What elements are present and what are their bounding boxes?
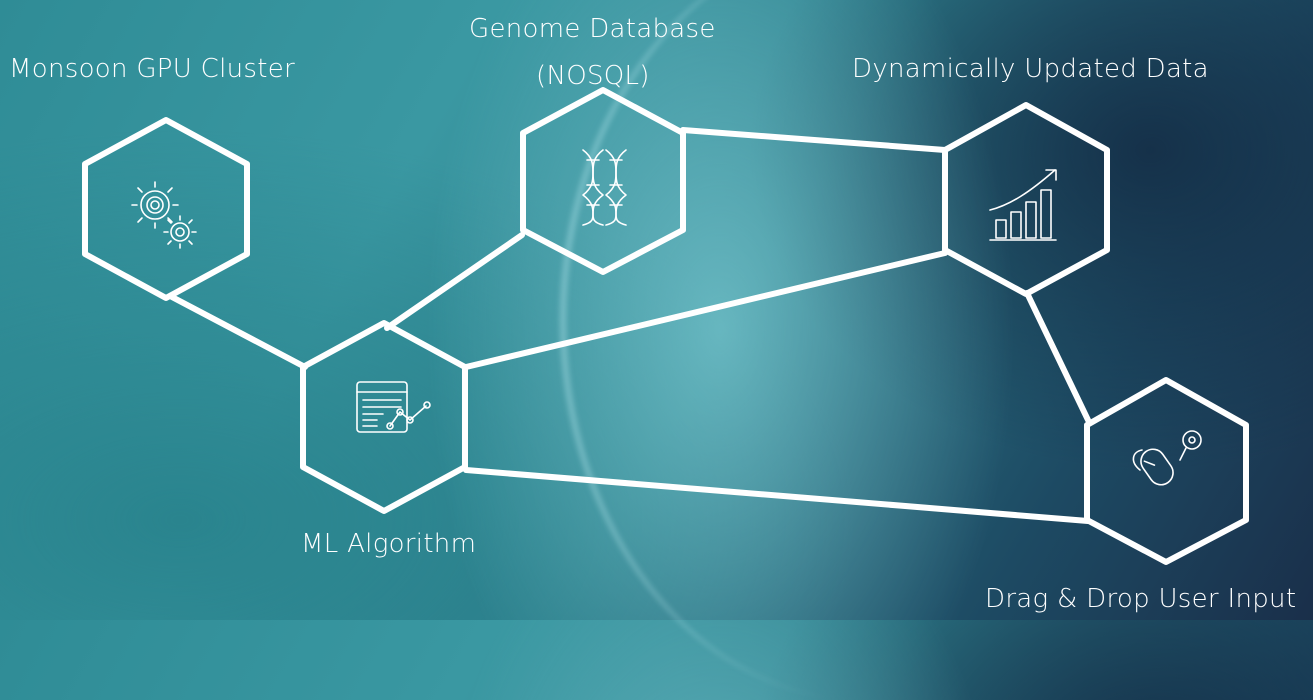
node-ml-hex[interactable] (300, 320, 468, 514)
edge-ml-genome (384, 232, 525, 331)
node-ml-label: ML Algorithm (301, 529, 477, 559)
network-diagram (0, 0, 1313, 620)
dna-icon (582, 149, 627, 226)
edge-dynamic-drag (1024, 290, 1091, 423)
node-gpu-label: Monsoon GPU Cluster (9, 54, 296, 84)
growth-chart-icon (989, 169, 1057, 241)
node-drag-hex[interactable] (1084, 377, 1249, 565)
analytics-window-icon (356, 381, 431, 433)
node-dynamic-hex[interactable] (942, 102, 1110, 297)
node-genome-hex[interactable] (520, 87, 686, 275)
node-dynamic-label: Dynamically Updated Data (852, 54, 1209, 84)
edge-ml-dynamic (463, 250, 948, 370)
gears-icon (131, 181, 197, 249)
node-genome-label-line1: Genome Database (469, 14, 716, 44)
edge-ml-drag (463, 467, 1091, 524)
edge-gpu-ml (169, 294, 308, 370)
node-gpu-hex[interactable] (82, 117, 250, 301)
node-drag-label: Drag & Drop User Input (985, 584, 1297, 614)
mouse-pointer-icon (1132, 430, 1202, 486)
node-genome-label-line2: (NOSQL) (536, 61, 650, 91)
edge-genome-dynamic (680, 127, 948, 153)
